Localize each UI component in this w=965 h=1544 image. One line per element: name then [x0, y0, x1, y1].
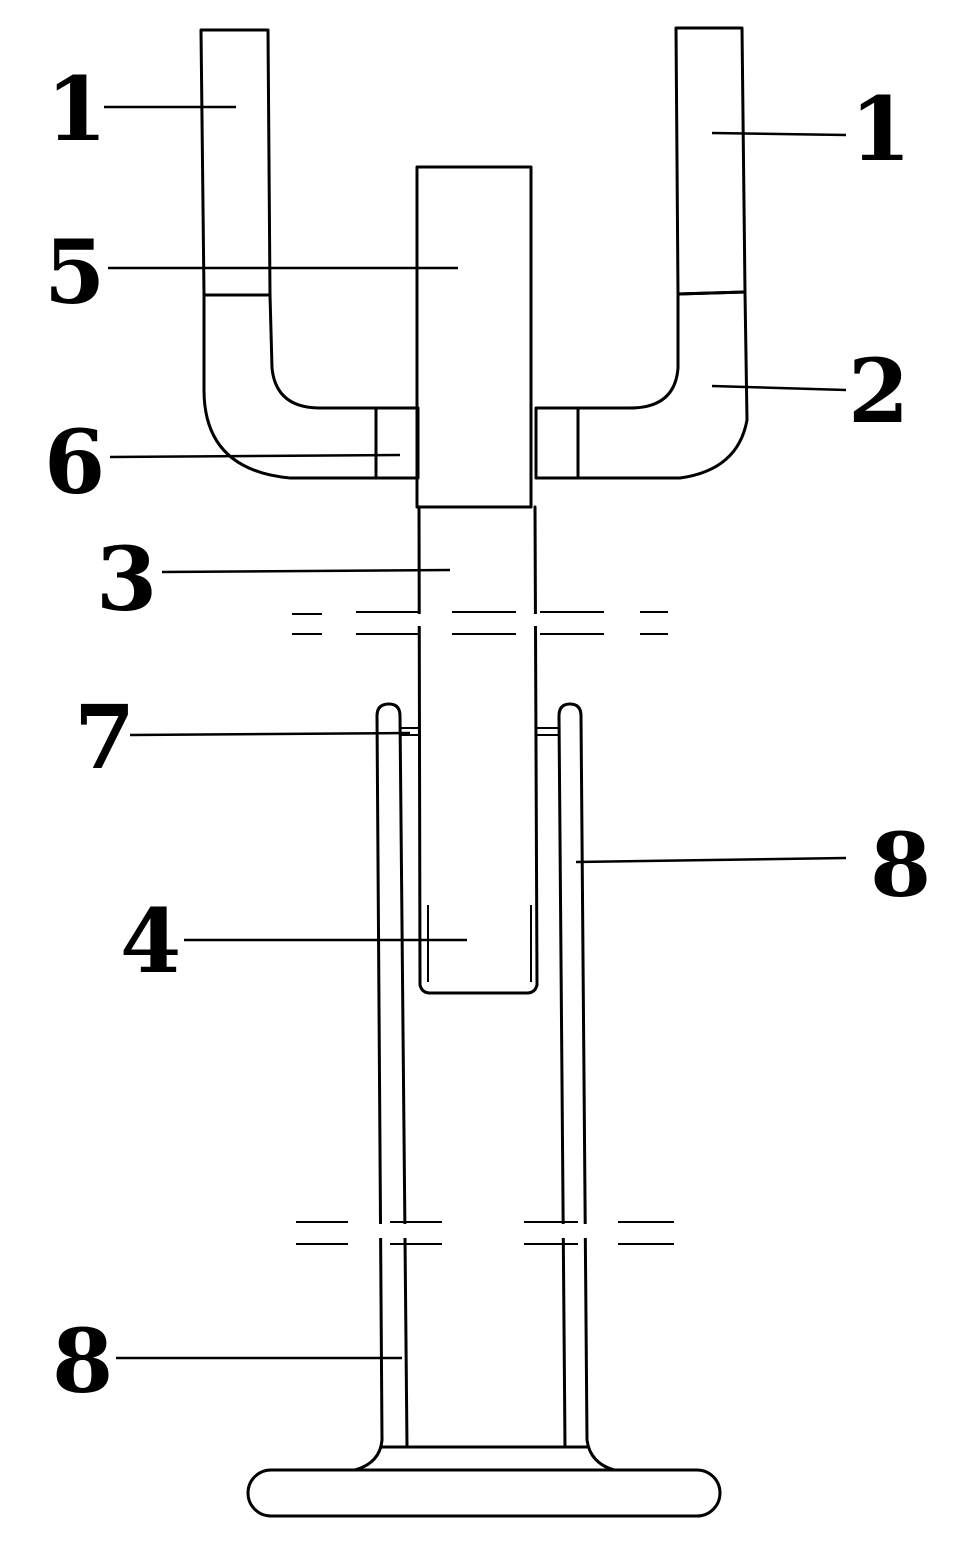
- rod-break-marks: [292, 611, 668, 635]
- callout-top-block: 5: [44, 220, 105, 324]
- callout-connector-pin: 7: [74, 685, 135, 789]
- callout-lower-frame: 8: [52, 1309, 113, 1413]
- upper-right-tube: [674, 26, 747, 296]
- right-frame-bar: [557, 702, 616, 1472]
- leader-6: [109, 453, 401, 459]
- leader-1-right: [711, 131, 847, 137]
- right-connector: [534, 406, 580, 480]
- left-elbow: [202, 293, 378, 480]
- connector-pins: [400, 727, 559, 736]
- upper-left-tube: [199, 28, 272, 297]
- right-elbow: [576, 290, 749, 480]
- callout-upper-left-tube: 1: [46, 57, 107, 161]
- left-connector: [374, 406, 420, 480]
- leader-3: [161, 568, 451, 574]
- callout-central-rod: 3: [96, 527, 157, 631]
- leader-8-right: [575, 856, 847, 864]
- central-rod: [417, 505, 539, 995]
- left-frame-bar: [375, 702, 409, 1449]
- leader-2: [711, 384, 847, 392]
- frame-break-marks: [296, 1221, 674, 1245]
- callout-side-frame: 8: [870, 813, 931, 917]
- callout-right-elbow: 2: [848, 339, 909, 443]
- top-block: [415, 165, 533, 509]
- rod-break-gap: [405, 614, 545, 626]
- callout-left-connector: 6: [44, 410, 105, 514]
- frame-break-gap: [370, 1224, 600, 1238]
- right-frame-bar-inner: [557, 714, 567, 1449]
- callout-upper-right-tube: 1: [850, 77, 911, 181]
- callout-rod-lower-end: 4: [120, 889, 181, 993]
- left-frame-bar-outer: [353, 714, 384, 1472]
- leader-7: [129, 731, 411, 737]
- base-plate: [246, 1468, 722, 1518]
